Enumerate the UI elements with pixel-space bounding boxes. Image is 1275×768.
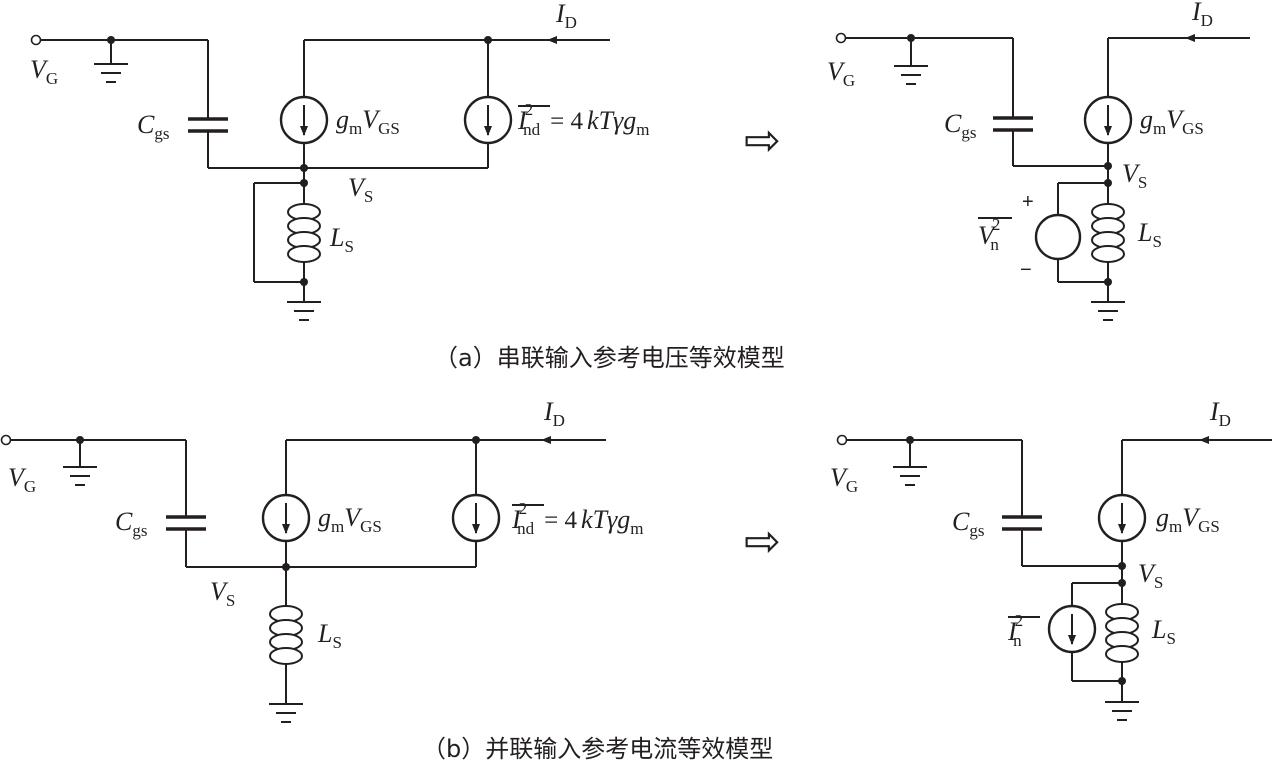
inductor-ls (1105, 603, 1139, 663)
noise-current-source-in (1047, 604, 1097, 654)
inductor-ls (287, 203, 321, 263)
current-source-gm (261, 493, 311, 543)
label-gm-vgs: gmVGS (336, 105, 400, 138)
current-source-gm (1097, 493, 1147, 543)
plus-sign: + (1022, 191, 1034, 213)
minus-sign: − (1020, 259, 1032, 281)
label-vg: VG (830, 463, 858, 496)
ground-symbol (94, 63, 128, 83)
label-cgs: Cgs (952, 507, 984, 540)
label-vg: VG (30, 55, 58, 88)
noise-current-source (463, 95, 513, 145)
label-ls: LS (1137, 218, 1162, 251)
label-ls: LS (1151, 615, 1176, 648)
label-ls: LS (317, 619, 342, 652)
ground-symbol (287, 301, 321, 321)
label-gm-vgs: gmVGS (1156, 503, 1220, 536)
label-gm-vgs: gmVGS (318, 503, 382, 536)
current-source-gm (279, 95, 329, 145)
label-cgs: Cgs (944, 109, 976, 142)
label-vs: VS (1122, 159, 1147, 192)
label-vg: VG (827, 57, 855, 90)
vg-terminal (835, 32, 847, 44)
transform-arrow-icon: ⇨ (744, 116, 781, 165)
capacitor-cgs (993, 116, 1033, 132)
current-source-gm (1083, 95, 1133, 145)
capacitor-cgs (1002, 515, 1042, 531)
ground-symbol (63, 466, 97, 486)
vg-terminal (30, 34, 42, 46)
caption-b: （b）并联输入参考电流等效模型 (422, 735, 773, 763)
label-id: ID (1191, 0, 1213, 30)
label-vs: VS (210, 577, 235, 610)
ground-symbol (269, 703, 303, 723)
transform-arrow-icon: ⇨ (744, 517, 781, 566)
ground-symbol (893, 466, 927, 486)
vg-terminal (0, 434, 12, 446)
vg-terminal (836, 434, 848, 446)
capacitor-cgs (166, 515, 206, 531)
label-id: ID (555, 0, 577, 32)
ground-symbol (894, 65, 928, 85)
label-cgs: Cgs (115, 507, 147, 540)
label-vs: VS (348, 173, 373, 206)
label-id: ID (543, 397, 565, 430)
noise-voltage-source (1034, 213, 1082, 261)
label-vs: VS (1138, 559, 1163, 592)
capacitor-cgs (188, 117, 228, 133)
ground-symbol (1091, 301, 1125, 321)
label-cgs: Cgs (137, 110, 169, 143)
ground-symbol (1105, 701, 1139, 721)
noise-current-source (451, 493, 501, 543)
label-ls: LS (329, 223, 354, 256)
inductor-ls (1091, 203, 1125, 263)
inductor-ls (269, 605, 303, 665)
caption-a: （a）串联输入参考电压等效模型 (434, 344, 785, 372)
label-id: ID (1209, 397, 1231, 430)
label-vg: VG (8, 463, 36, 496)
label-gm-vgs: gmVGS (1140, 105, 1204, 138)
